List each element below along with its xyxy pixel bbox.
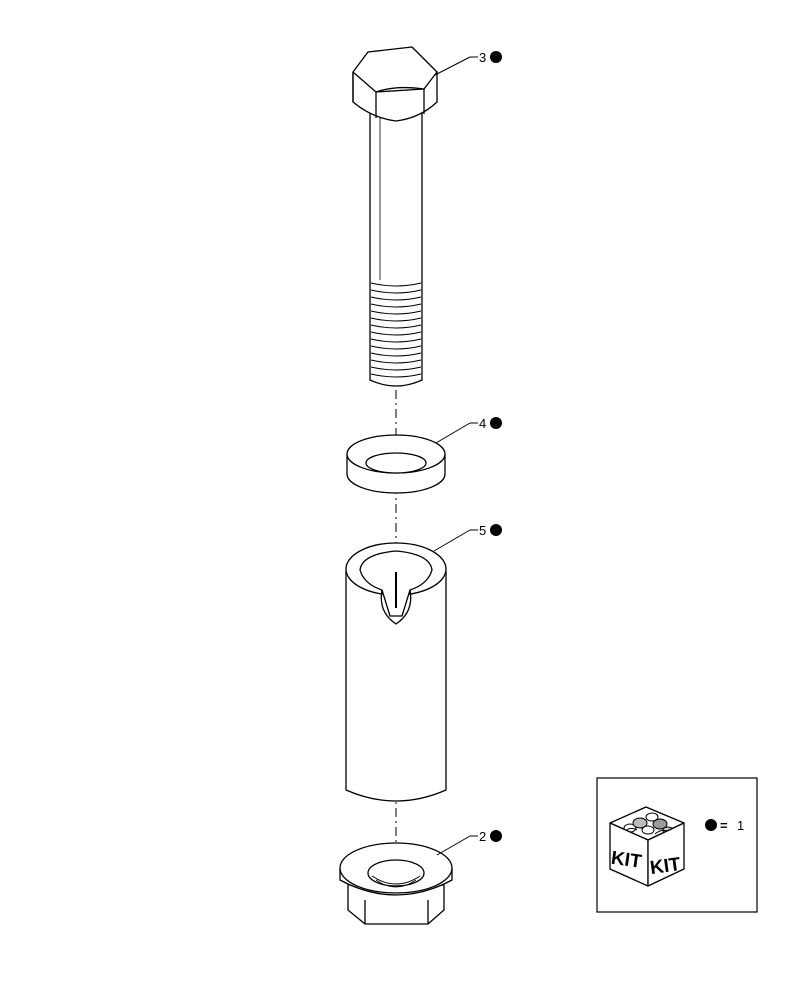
legend-kit-value: 1 [737,818,744,833]
kit-legend: KIT KIT = 1 [596,777,758,913]
kit-bullet-icon [490,51,502,63]
hex-bolt [352,46,438,387]
legend-equals-sign: = [720,818,728,833]
kit-box-label-right: KIT [649,854,683,879]
callout-4: 4 [435,416,502,444]
bolt-threads [370,282,422,378]
callout-number: 2 [479,829,486,844]
kit-bullet-icon [490,830,502,842]
slotted-sleeve [345,542,447,802]
callout-2: 2 [436,829,502,856]
kit-bullet-icon [490,417,502,429]
callout-5: 5 [433,523,502,552]
kit-bullet-icon [490,524,502,536]
callout-number: 3 [479,50,486,65]
flange-nut [339,842,453,925]
callout-3: 3 [434,50,502,76]
kit-box-label-left: KIT [610,848,644,873]
kit-box-icon [609,806,685,887]
callout-number: 4 [479,416,486,431]
kit-bullet-icon [705,819,717,831]
callout-number: 5 [479,523,486,538]
flat-washer [346,434,446,494]
